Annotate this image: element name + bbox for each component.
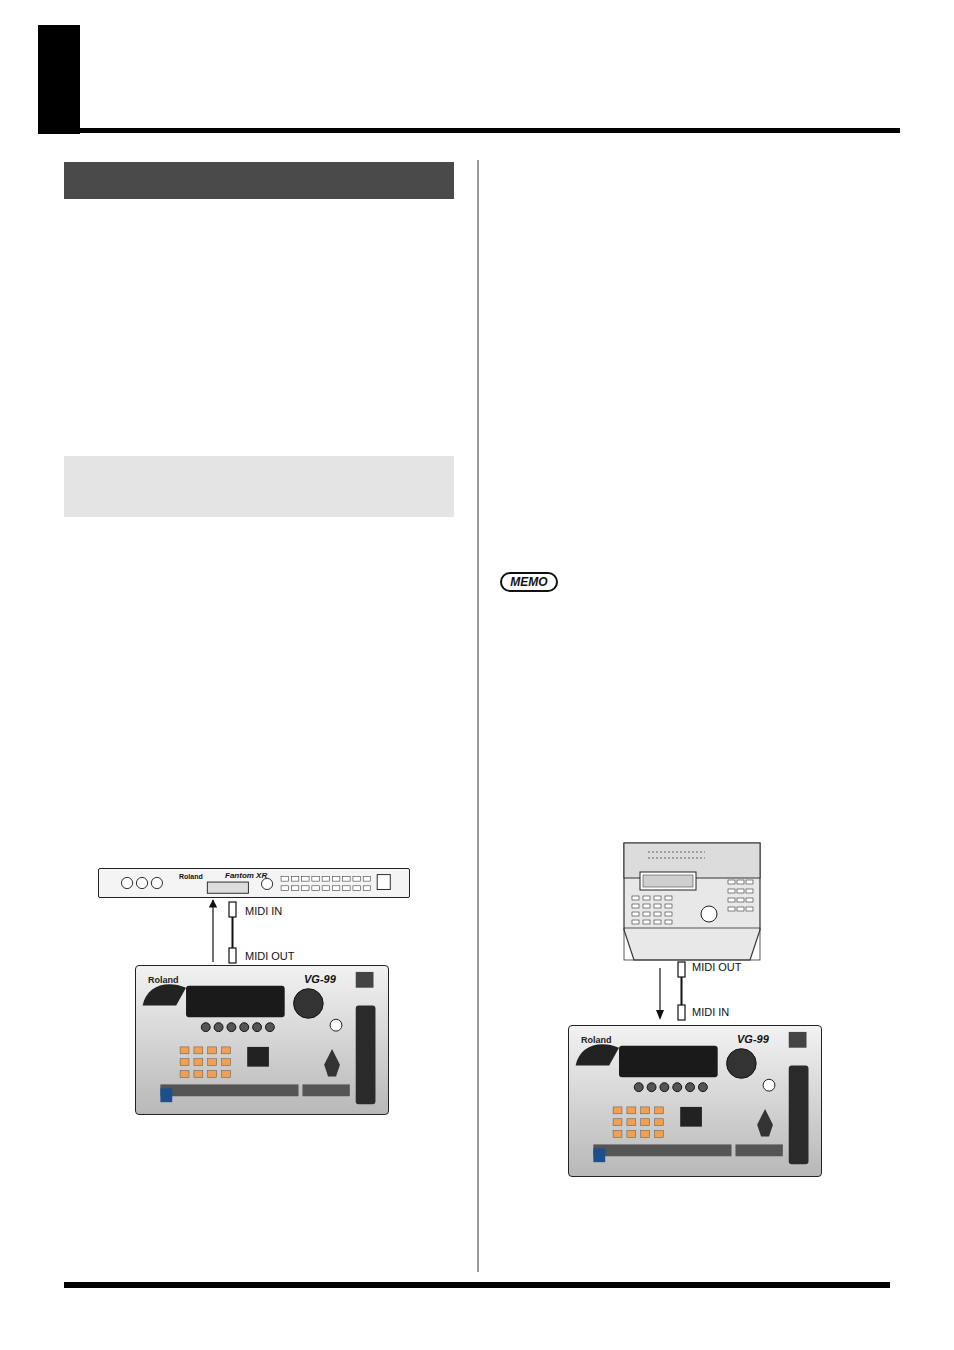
model-name: VG-99: [304, 974, 336, 985]
port-label: MIDI IN: [692, 1007, 729, 1018]
brand-logo: Roland: [581, 1036, 612, 1045]
brand-logo: Roland: [179, 873, 203, 880]
sequencer-device: [624, 843, 760, 960]
model-name: VG-99: [737, 1034, 769, 1045]
midi-signal-arrow: [212, 900, 213, 962]
midi-cable: [678, 962, 685, 1020]
footer-rule: [64, 1282, 890, 1288]
sound-module: Roland Fantom XR: [98, 868, 410, 898]
port-label: MIDI IN: [245, 906, 282, 917]
device-panel: [569, 1026, 821, 1176]
column-divider: [477, 160, 478, 1272]
guitar-processor: Roland VG-99: [568, 1025, 822, 1177]
device-panel: [136, 966, 388, 1114]
brand-logo: Roland: [148, 976, 179, 985]
sequencer-buttons: [632, 880, 753, 924]
section-bar: [64, 162, 454, 199]
chapter-tab: [38, 25, 80, 134]
signal-arrow: [656, 968, 664, 1020]
header-rule: [38, 128, 900, 133]
port-label: MIDI OUT: [692, 962, 742, 973]
midi-cable: [229, 902, 236, 963]
subsection-bar: [64, 456, 454, 517]
model-name: Fantom XR: [225, 872, 267, 880]
memo-icon: MEMO: [500, 572, 558, 592]
guitar-processor: Roland VG-99: [135, 965, 389, 1115]
port-label: MIDI OUT: [245, 951, 295, 962]
